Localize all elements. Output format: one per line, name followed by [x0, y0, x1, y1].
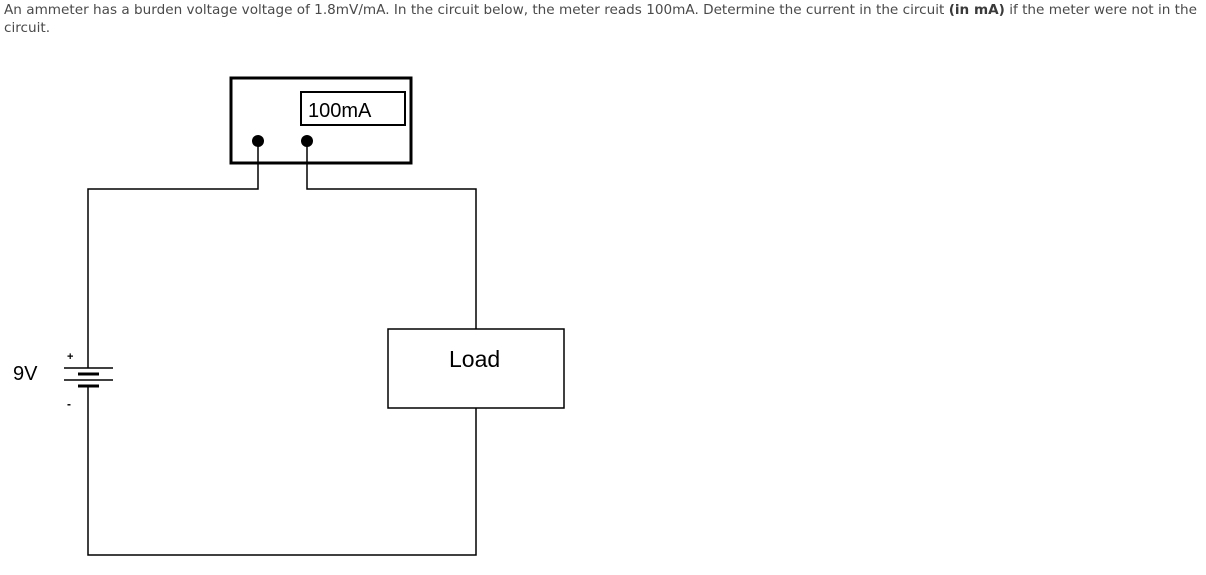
question-text-start: An ammeter has a burden voltage voltage …	[4, 2, 949, 18]
wire-left-lead	[87, 141, 259, 357]
ammeter-display	[300, 91, 406, 126]
ammeter-body	[229, 76, 413, 165]
wire-bottom	[87, 395, 477, 556]
wire-right-lead	[306, 141, 477, 329]
battery-voltage-label: 9V	[13, 363, 38, 385]
battery-plus-sign: +	[67, 351, 73, 363]
question-text: An ammeter has a burden voltage voltage …	[4, 1, 1204, 37]
circuit-wires	[87, 141, 477, 556]
question-text-units: (in mA)	[948, 2, 1005, 18]
battery-symbol	[64, 357, 113, 395]
battery-minus-sign: -	[67, 397, 71, 411]
load-label: Load	[449, 346, 500, 372]
load-box	[387, 328, 565, 409]
ammeter-reading: 100mA	[308, 100, 372, 122]
question-text-end: if the meter were not in the circuit.	[4, 2, 1197, 36]
